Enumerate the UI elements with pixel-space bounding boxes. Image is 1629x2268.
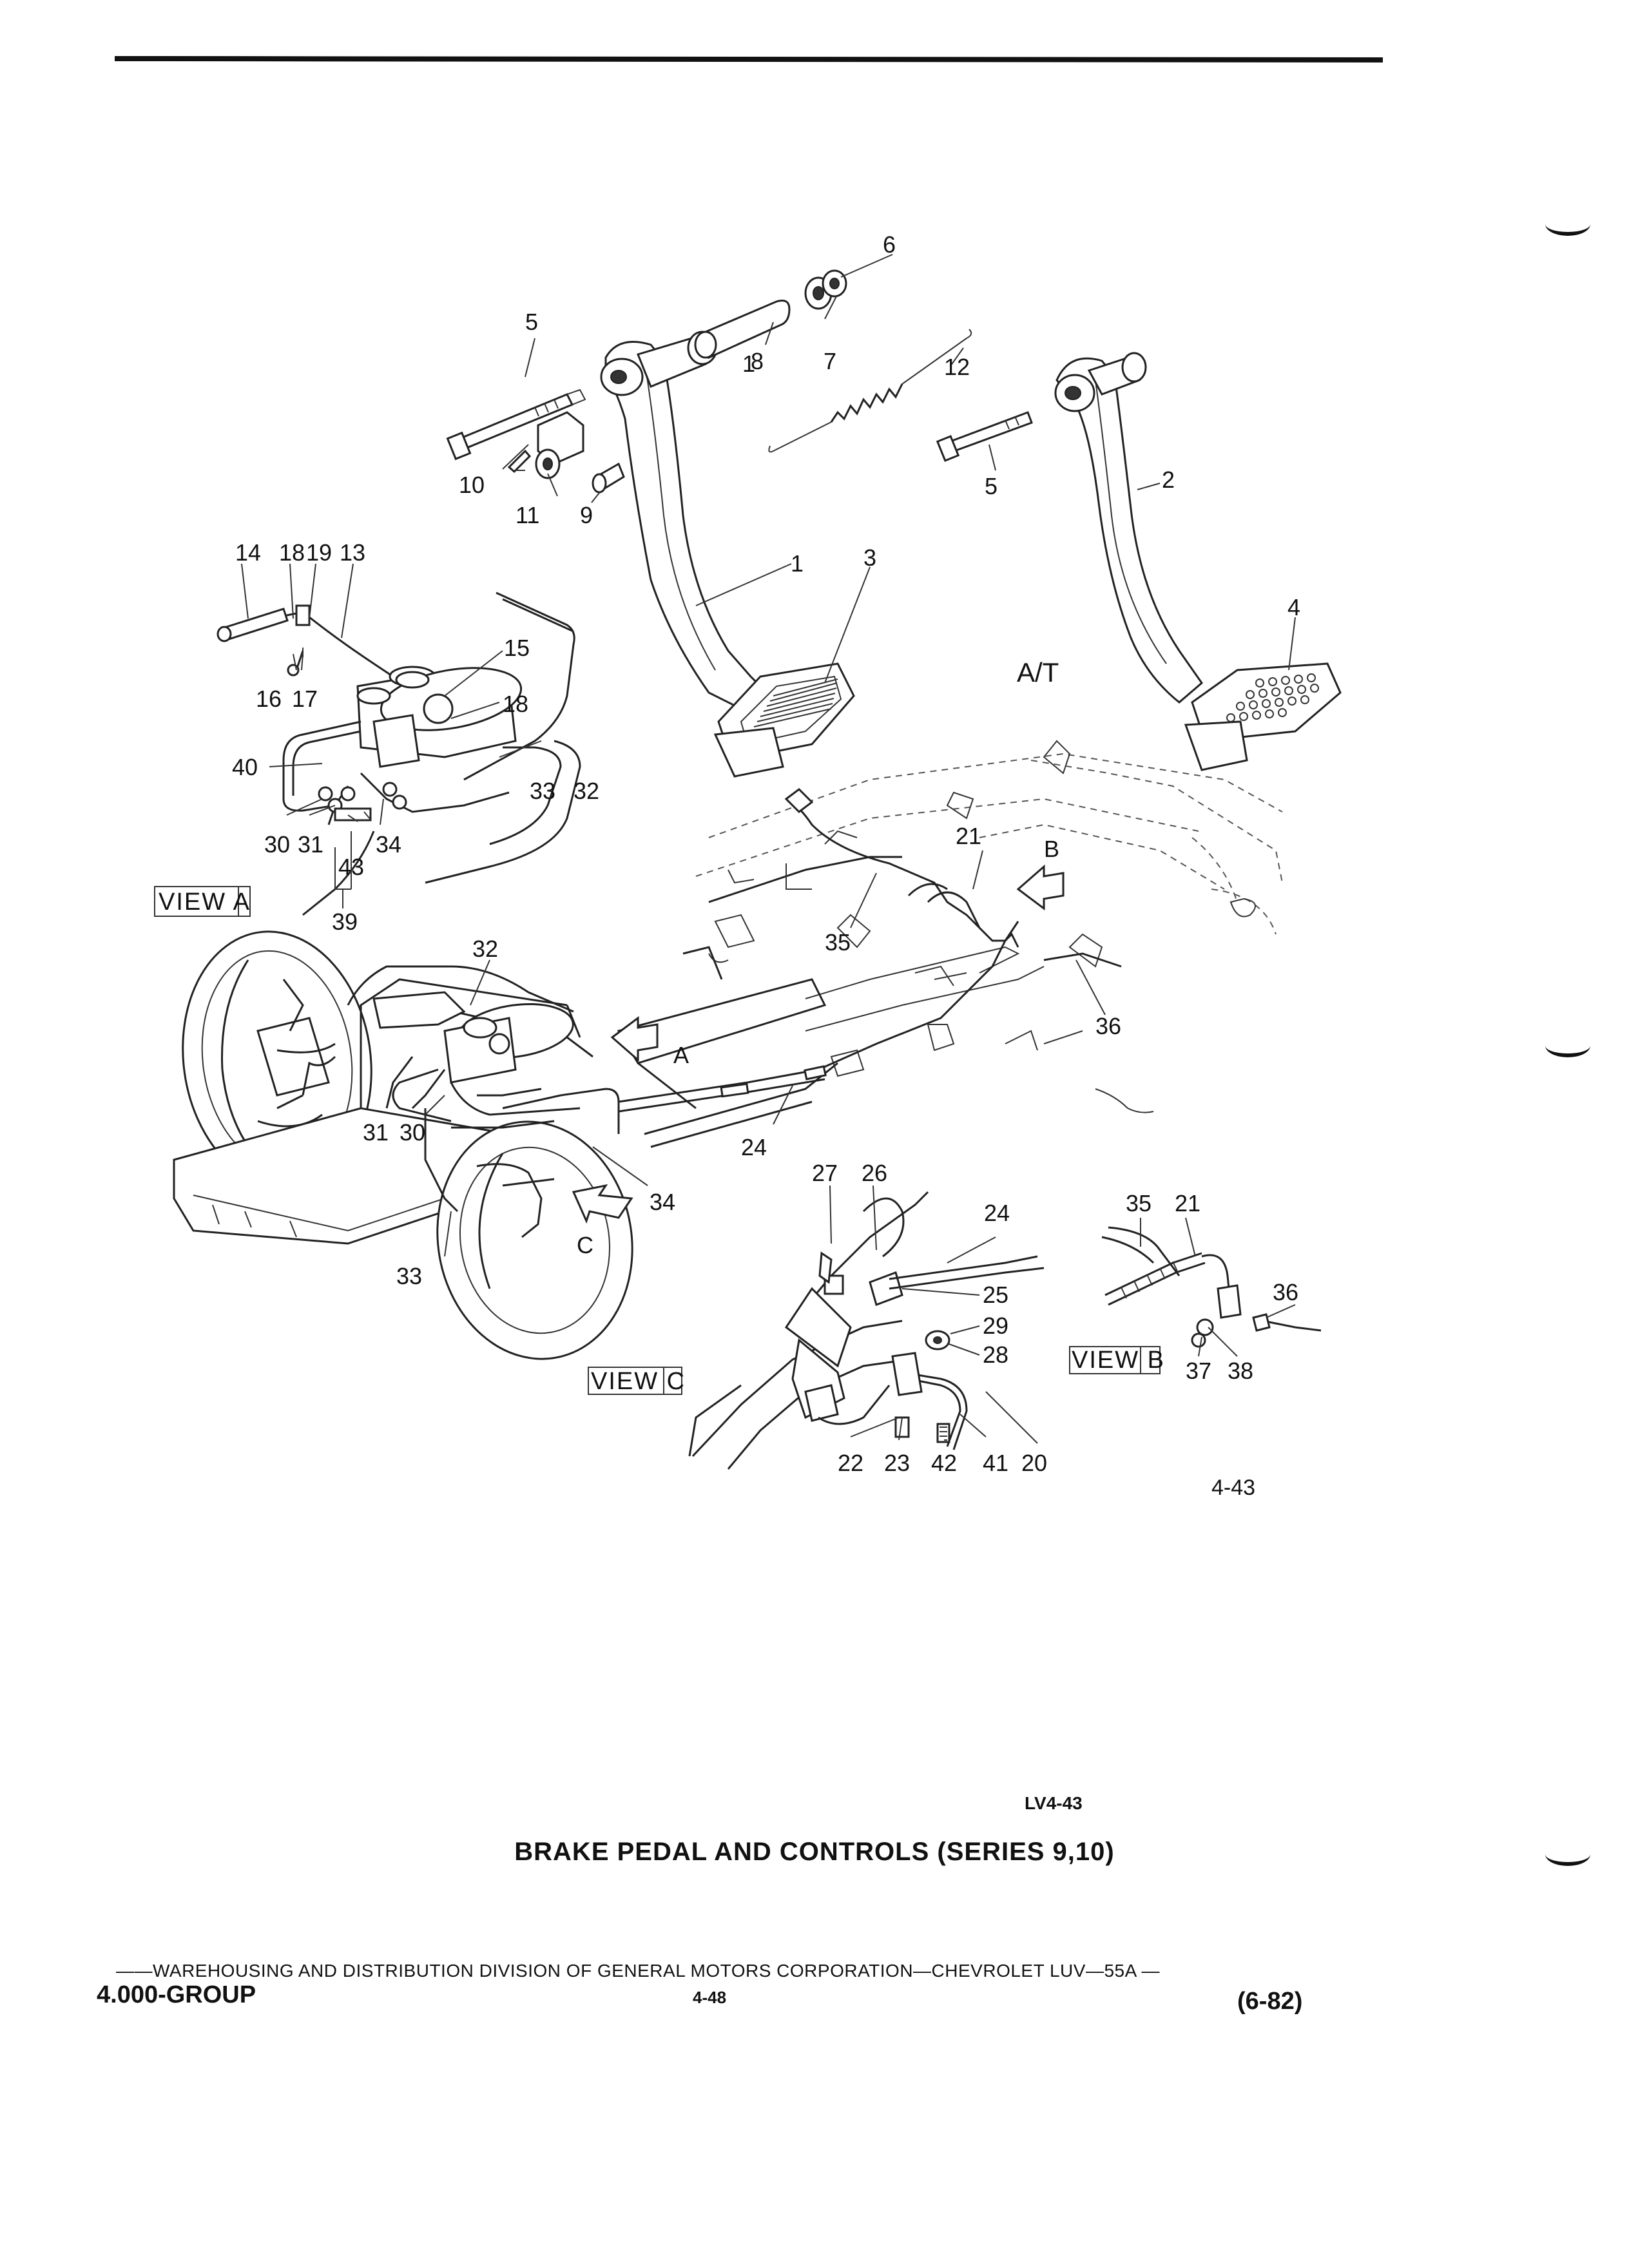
view-b-label: VIEW B	[1072, 1347, 1165, 1374]
callout: 5	[525, 309, 538, 335]
callout: 33	[396, 1263, 422, 1289]
figure-number: 4-43	[1211, 1475, 1256, 1500]
callout: 31	[298, 831, 323, 858]
callout: 5	[985, 473, 998, 499]
view-b-detail	[1101, 1226, 1322, 1348]
callout: 7	[824, 348, 836, 374]
callout: 42	[931, 1450, 957, 1476]
view-a-master-cylinder	[217, 591, 581, 916]
callout: 35	[825, 929, 851, 956]
callout: 3	[863, 544, 876, 571]
pivot-bracket	[502, 411, 625, 494]
callout: 20	[1021, 1450, 1047, 1476]
view-arrow-a	[610, 1016, 659, 1062]
callout: 27	[812, 1160, 838, 1186]
callout: 21	[1175, 1190, 1200, 1216]
view-b-box	[1069, 1346, 1161, 1374]
callout: 35	[1126, 1190, 1152, 1216]
callout: 30	[400, 1119, 425, 1146]
arrow-a-letter: A	[673, 1042, 689, 1068]
publisher-line: ——WAREHOUSING AND DISTRIBUTION DIVISION …	[116, 1961, 1160, 1981]
callout: 30	[264, 831, 290, 858]
pedal-shaft	[694, 300, 791, 360]
callout: 28	[983, 1341, 1008, 1368]
view-a-label: VIEW A	[159, 889, 251, 916]
callout-labels: 1 1 2 3 4 5 5 6 7 8 9 10 11 12 13 14 15 …	[159, 231, 1300, 1476]
callout: 11	[516, 502, 539, 528]
group-label: 4.000-GROUP	[97, 1981, 256, 2008]
callout: 41	[983, 1450, 1008, 1476]
callout: 32	[574, 778, 599, 804]
pivot-bolt-left	[446, 389, 586, 461]
callout: 23	[884, 1450, 910, 1476]
callout: 14	[235, 539, 261, 566]
callout: 29	[983, 1312, 1008, 1339]
pivot-bolt-right	[936, 411, 1033, 462]
clutch-pedal	[600, 331, 855, 778]
callout: 18	[503, 691, 528, 717]
callout: 10	[459, 472, 485, 498]
callout: 4	[1287, 594, 1300, 620]
view-arrow-c	[572, 1184, 633, 1224]
return-spring	[768, 329, 972, 453]
callout: 26	[862, 1160, 887, 1186]
leader-lines	[241, 254, 1296, 1444]
callout: 36	[1095, 1013, 1121, 1039]
page-number: 4-48	[693, 1988, 727, 2007]
arrow-c-letter: C	[577, 1232, 593, 1258]
callout: 1	[791, 550, 804, 577]
callout: 31	[363, 1119, 389, 1146]
callout: 16	[256, 686, 282, 712]
figure-code: LV4-43	[1025, 1793, 1083, 1813]
callout: 36	[1273, 1279, 1298, 1305]
callout: 24	[741, 1134, 767, 1160]
rear-left-wheel	[436, 1120, 633, 1360]
binding-mark	[1545, 1843, 1590, 1866]
callout: 15	[504, 635, 530, 661]
callout: 17	[292, 686, 318, 712]
transmission-label: A/T	[1017, 657, 1059, 687]
binding-mark	[1545, 213, 1590, 236]
callout: 38	[1228, 1358, 1253, 1384]
callout: 25	[983, 1282, 1008, 1308]
callout: 12	[944, 354, 970, 380]
arrow-b-letter: B	[1044, 836, 1059, 862]
callout: 19	[306, 539, 332, 566]
callout: 6	[883, 231, 896, 258]
callout: 2	[1162, 466, 1175, 493]
callout: 34	[376, 831, 401, 858]
callout: 24	[984, 1200, 1010, 1226]
callout: 40	[232, 754, 258, 780]
view-c-label: VIEW C	[591, 1368, 686, 1395]
bushings	[804, 269, 847, 310]
view-c-box	[588, 1367, 682, 1395]
callout: 9	[580, 502, 593, 528]
callout: 21	[956, 823, 981, 849]
callout: 22	[838, 1450, 863, 1476]
view-arrow-b	[1016, 864, 1065, 910]
callout: 34	[650, 1189, 675, 1215]
callout: 18	[279, 539, 305, 566]
revision-date: (6-82)	[1237, 1988, 1303, 2015]
callout: 32	[472, 936, 498, 962]
callout: 1	[742, 351, 755, 377]
callout: 37	[1186, 1358, 1211, 1384]
callout: 8	[751, 348, 764, 374]
brake-lines	[618, 788, 1122, 1113]
callout: 43	[338, 854, 364, 880]
brake-pedal	[1054, 352, 1342, 771]
callout: 33	[530, 778, 555, 804]
figure-caption: BRAKE PEDAL AND CONTROLS (SERIES 9,10)	[514, 1838, 1115, 1866]
callout: 39	[332, 908, 358, 935]
callout: 13	[340, 539, 365, 566]
binding-mark	[1545, 1034, 1590, 1057]
view-a-box	[154, 886, 251, 917]
